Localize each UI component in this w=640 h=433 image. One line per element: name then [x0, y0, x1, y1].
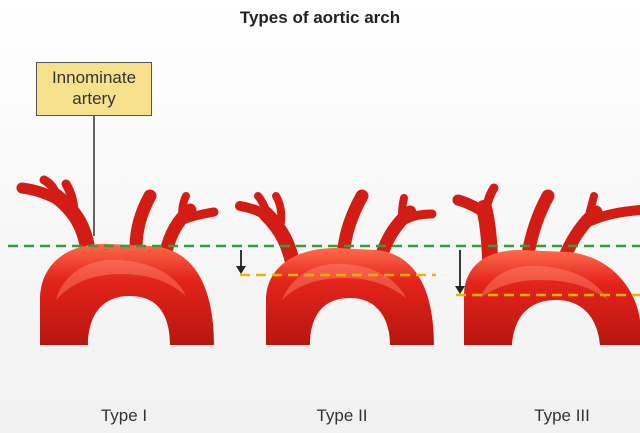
arch-type-2 [240, 196, 434, 345]
arrow-type-2 [236, 250, 246, 274]
aortic-arch-type-1 [40, 244, 214, 345]
label-type-3: Type III [502, 406, 622, 426]
branch-vessels-type-1 [22, 180, 214, 252]
arch-type-1 [22, 180, 214, 345]
aortic-arch-type-3 [464, 250, 640, 345]
label-type-2: Type II [282, 406, 402, 426]
aortic-arch-type-2 [266, 248, 434, 345]
arch-type-3 [458, 188, 640, 345]
arrow-type-3 [455, 250, 465, 294]
callout-line-2: artery [37, 88, 151, 109]
label-type-1: Type I [64, 406, 184, 426]
callout-line-1: Innominate [37, 67, 151, 88]
innominate-artery-callout: Innominate artery [36, 62, 152, 116]
